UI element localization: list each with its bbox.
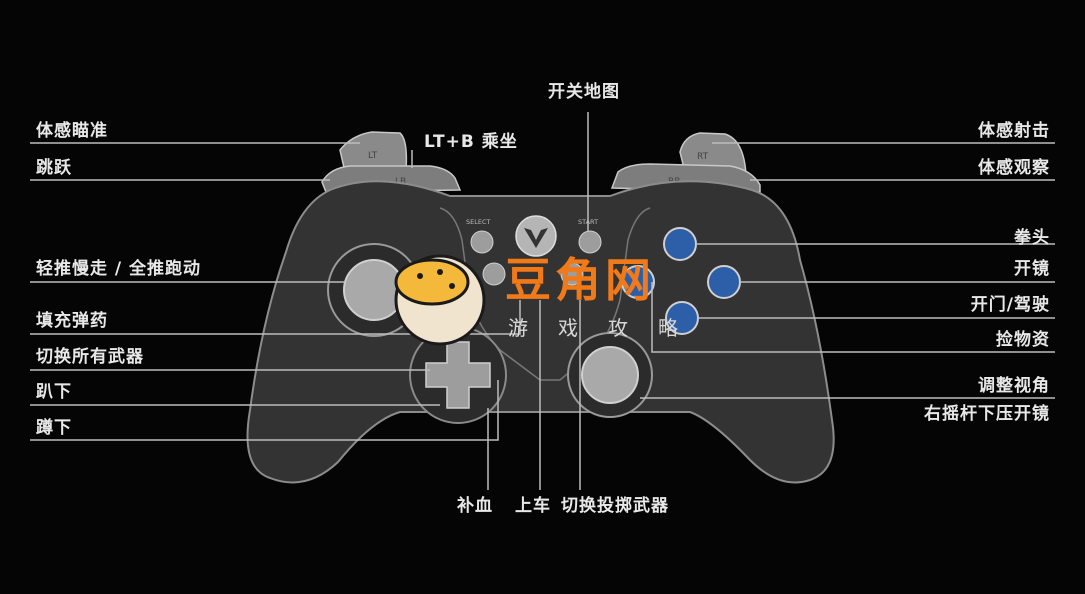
select-button: SELECT xyxy=(466,218,494,254)
label-prone: 趴下 xyxy=(36,382,72,402)
start-button: START xyxy=(578,218,602,254)
leader-lines xyxy=(30,112,1055,490)
rt-label: RT xyxy=(697,152,709,162)
label-switch-throwables: 切换投掷武器 xyxy=(561,496,669,516)
line-reload xyxy=(30,300,521,335)
label-jump: 跳跃 xyxy=(36,158,72,178)
label-get-in-vehicle: 上车 xyxy=(515,496,551,516)
face-button-left xyxy=(621,265,655,299)
line-crouch xyxy=(30,380,499,441)
label-motion-observe: 体感观察 xyxy=(978,158,1050,178)
watermark-logo-icon xyxy=(394,254,486,346)
left-trigger-lt: LT xyxy=(339,131,408,173)
label-heal: 补血 xyxy=(457,496,493,516)
face-button-right xyxy=(707,265,741,299)
right-small-button xyxy=(560,262,584,286)
label-reload: 填充弹药 xyxy=(36,311,108,331)
watermark-subtitle: 游戏攻略 xyxy=(508,316,708,340)
label-lt-b-ride: LT+B 乘坐 xyxy=(424,132,518,152)
lt-label: LT xyxy=(368,151,378,161)
label-walk-run: 轻推慢走 / 全推跑动 xyxy=(36,259,202,279)
select-label: SELECT xyxy=(466,218,490,226)
watermark-title: 豆角网 xyxy=(505,253,655,307)
face-button-top xyxy=(663,227,697,261)
label-pickup: 捡物资 xyxy=(996,330,1050,350)
label-motion-shoot: 体感射击 xyxy=(978,121,1050,141)
right-stick xyxy=(567,332,653,418)
label-rs-press-scope: 右摇杆下压开镜 xyxy=(924,404,1050,424)
left-stick xyxy=(327,243,421,337)
left-small-button xyxy=(482,262,506,286)
label-fist: 拳头 xyxy=(1014,228,1050,248)
label-scope: 开镜 xyxy=(1014,259,1050,279)
label-door-drive: 开门/驾驶 xyxy=(970,295,1050,315)
label-adjust-view: 调整视角 xyxy=(978,376,1050,396)
label-motion-aim: 体感瞄准 xyxy=(36,121,108,141)
line-pickup xyxy=(651,282,1055,353)
label-switch-weapons: 切换所有武器 xyxy=(36,347,144,367)
body-contour xyxy=(439,207,651,381)
label-crouch: 蹲下 xyxy=(36,418,72,438)
home-logo-button xyxy=(515,215,557,257)
label-open-map: 开关地图 xyxy=(548,82,620,102)
